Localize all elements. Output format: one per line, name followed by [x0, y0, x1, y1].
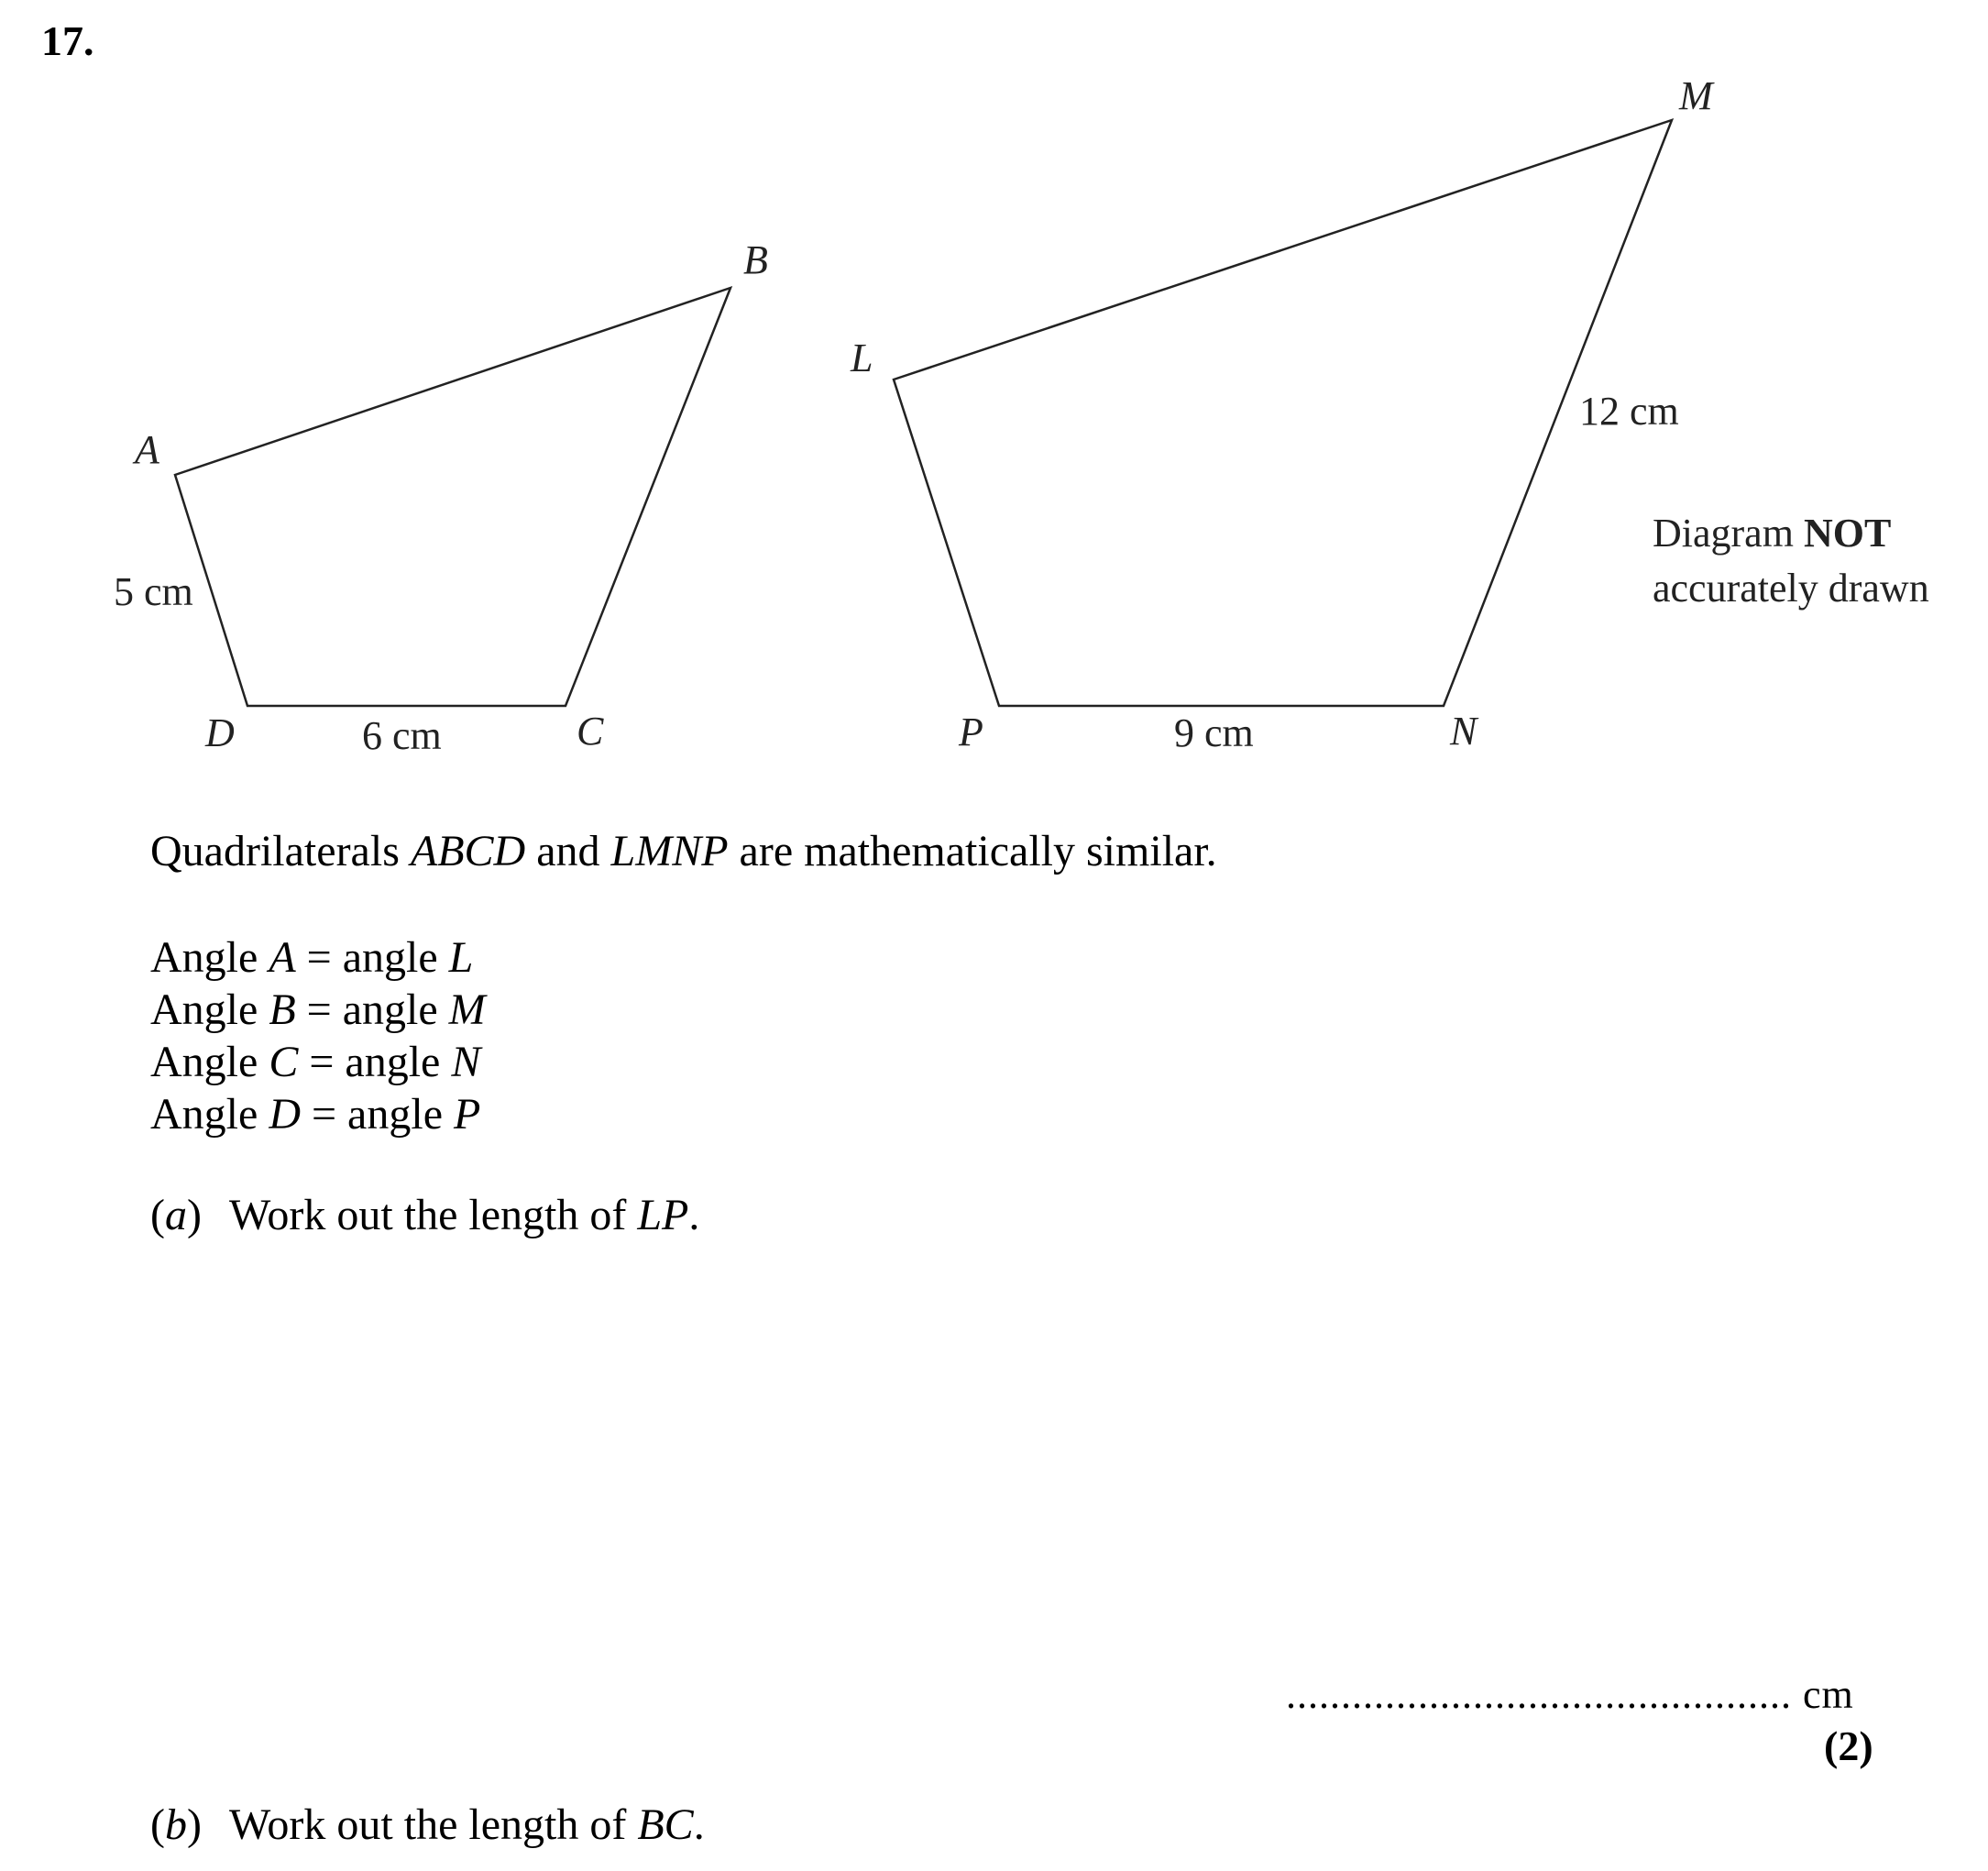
angle-vertex-2: P: [454, 1090, 481, 1139]
side-mn-length: 12 cm: [1579, 389, 1679, 434]
angle-vertex-2: M: [448, 985, 486, 1034]
side-dc-length: 6 cm: [362, 713, 442, 758]
quadrilateral-abcd: [173, 285, 733, 708]
angle-vertex-1: B: [269, 985, 296, 1034]
answer-unit: cm: [1803, 1672, 1854, 1717]
answer-line[interactable]: ........................................…: [1286, 1671, 1854, 1718]
vertex-label-m: M: [1678, 73, 1715, 118]
angle-equals: = angle: [295, 985, 449, 1034]
part-b-text: Work out the length of: [228, 1800, 638, 1849]
angle-vertex-1: D: [269, 1090, 301, 1139]
side-ad-length: 5 cm: [114, 569, 193, 614]
angle-vertex-1: C: [269, 1038, 299, 1086]
intro-shape-2: LMNP: [610, 827, 729, 875]
part-a-target: LP: [637, 1191, 689, 1239]
vertex-label-c: C: [577, 709, 604, 754]
part-a-question: (a) Work out the length of LP.: [150, 1189, 699, 1241]
part-b-question: (b) Work out the length of BC.: [150, 1799, 705, 1851]
angle-equalities: Angle A = angle L Angle B = angle M Angl…: [150, 931, 486, 1140]
part-b-target: BC: [637, 1800, 694, 1849]
part-b-end: .: [693, 1800, 705, 1849]
vertex-label-l: L: [850, 336, 873, 380]
part-a-text: Work out the length of: [228, 1191, 638, 1239]
similar-quadrilaterals-diagram: A B C D 5 cm 6 cm L M N P 12 cm 9 cm: [114, 73, 1715, 758]
diagram-note-prefix: Diagram: [1653, 511, 1804, 556]
part-a-close-paren: ): [186, 1191, 202, 1239]
diagram-note-bold: NOT: [1803, 511, 1892, 556]
vertex-label-a: A: [132, 427, 160, 472]
angle-word: Angle: [150, 933, 269, 982]
diagram-note-line-2: accurately drawn: [1653, 566, 1929, 611]
part-a-open-paren: (: [150, 1191, 165, 1239]
angle-equality-row: Angle D = angle P: [150, 1088, 486, 1140]
side-pn-length: 9 cm: [1174, 710, 1254, 755]
part-b-letter: b: [164, 1800, 187, 1849]
intro-shape-1: ABCD: [410, 827, 526, 875]
diagram-note-line-1: Diagram NOT: [1653, 506, 1929, 561]
angle-equality-row: Angle B = angle M: [150, 984, 486, 1036]
angle-equality-row: Angle A = angle L: [150, 931, 486, 984]
marks-badge: (2): [1824, 1722, 1873, 1769]
intro-suffix: are mathematically similar.: [728, 827, 1217, 875]
part-a-letter: a: [164, 1191, 187, 1239]
angle-vertex-1: A: [269, 933, 296, 982]
angle-vertex-2: N: [451, 1038, 481, 1086]
answer-dots: ........................................…: [1286, 1672, 1792, 1717]
diagram-note: Diagram NOT accurately drawn: [1653, 506, 1929, 616]
part-b-open-paren: (: [150, 1800, 165, 1849]
angle-word: Angle: [150, 1090, 269, 1139]
intro-statement: Quadrilaterals ABCD and LMNP are mathema…: [150, 825, 1217, 877]
intro-middle: and: [525, 827, 611, 875]
angle-word: Angle: [150, 1038, 269, 1086]
angle-equals: = angle: [300, 1090, 454, 1139]
angle-word: Angle: [150, 985, 269, 1034]
intro-prefix: Quadrilaterals: [150, 827, 411, 875]
vertex-label-p: P: [958, 710, 983, 754]
angle-vertex-2: L: [448, 933, 474, 982]
question-number: 17.: [41, 17, 94, 64]
angle-equality-row: Angle C = angle N: [150, 1036, 486, 1088]
angle-equals: = angle: [298, 1038, 452, 1086]
vertex-label-d: D: [204, 710, 235, 755]
quadrilateral-lmnp: [892, 117, 1675, 708]
part-b-close-paren: ): [186, 1800, 202, 1849]
vertex-label-b: B: [743, 237, 768, 282]
vertex-label-n: N: [1449, 709, 1479, 754]
part-a-end: .: [688, 1191, 700, 1239]
angle-equals: = angle: [295, 933, 449, 982]
